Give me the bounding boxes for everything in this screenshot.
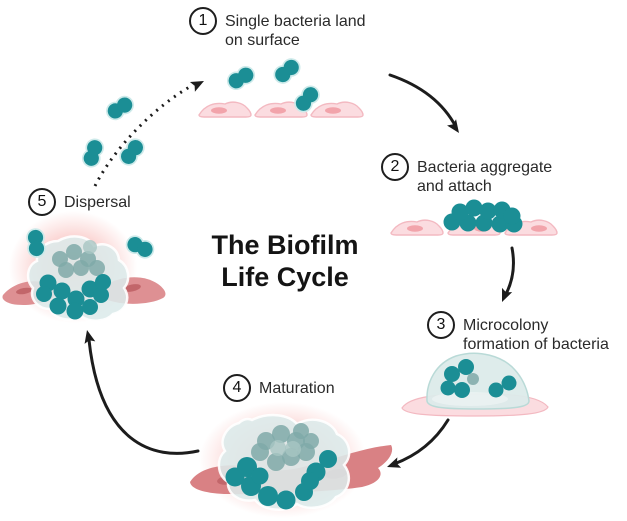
step4-line1: Maturation [259, 380, 335, 397]
bacteria-pair [226, 65, 256, 91]
cell-nucleus [270, 107, 286, 114]
red-cell-nucleus [16, 287, 32, 295]
cell-nucleus [531, 225, 547, 232]
bacteria-pair [273, 58, 301, 84]
step5-dispersal [2, 228, 166, 322]
cell-nucleus [211, 107, 227, 114]
diagram-title: The Biofilm Life Cycle [165, 229, 405, 293]
bacteria-pair [82, 138, 104, 168]
step5-line1: Dispersal [64, 194, 131, 211]
bacteria-pair [294, 85, 320, 113]
step3-label: 3 Microcolony formation of bacteria [427, 311, 609, 354]
step1-line1: Single bacteria land [225, 13, 366, 30]
step5-escaping-bacteria [26, 228, 155, 259]
step3-microcolony [401, 352, 549, 417]
step1-line2: on surface [225, 32, 300, 49]
arrow-step1-to-step2 [388, 73, 458, 129]
step3-label-text: Microcolony formation of bacteria [463, 311, 609, 354]
arrowhead-icon [189, 81, 204, 92]
arrow-step2-to-step3 [503, 246, 515, 298]
step4-label-text: Maturation [259, 374, 335, 398]
bacteria-pair [119, 138, 145, 166]
step4-number-badge: 4 [223, 374, 251, 402]
step3-bacteria [440, 359, 517, 398]
bacteria-pair [26, 228, 46, 258]
step2-line1: Bacteria aggregate [417, 159, 553, 176]
arrow-step3-to-step4 [392, 418, 450, 466]
step1-number-badge: 1 [189, 7, 217, 35]
step1-label-text: Single bacteria land on surface [225, 7, 366, 50]
step2-label: 2 Bacteria aggregate and attach [381, 153, 552, 196]
arrow-step4-to-step5 [87, 338, 200, 455]
step3-line1: Microcolony [463, 317, 549, 334]
step1-label: 1 Single bacteria land on surface [189, 7, 366, 50]
step4-bacteria [225, 423, 337, 510]
step4-label: 4 Maturation [223, 374, 335, 402]
arrowhead-icon [502, 287, 513, 302]
bacteria-pair [106, 95, 134, 121]
step2-line2: and attach [417, 178, 492, 195]
step3-line2: formation of bacteria [463, 336, 609, 353]
step2-label-text: Bacteria aggregate and attach [417, 153, 552, 196]
title-line-1: The Biofilm [211, 230, 359, 260]
dispersing-bacteria-stream [82, 95, 145, 168]
cell-nucleus [407, 225, 423, 232]
dashed-arrow-line [93, 83, 194, 187]
arrowheads [84, 119, 513, 468]
cell-nucleus [325, 107, 341, 114]
step2-number-badge: 2 [381, 153, 409, 181]
step3-number-badge: 3 [427, 311, 455, 339]
bacteria-pair [125, 235, 155, 259]
arrowhead-icon [84, 330, 96, 344]
step5-label-text: Dispersal [64, 188, 131, 212]
arrowhead-icon [447, 119, 459, 133]
step5-bacteria [36, 240, 111, 320]
dispersal-dashed-arrow [93, 81, 204, 187]
arrowhead-icon [387, 457, 402, 468]
red-cell-nucleus [123, 284, 141, 292]
step1-landing-bacteria [226, 58, 320, 113]
step2-bacteria-cluster [443, 199, 523, 233]
cycle-arrows [84, 73, 515, 468]
step4-maturation [190, 413, 393, 511]
dome-highlight [432, 392, 508, 406]
step5-label: 5 Dispersal [28, 188, 131, 216]
step1-surface-cells [198, 101, 364, 118]
step5-number-badge: 5 [28, 188, 56, 216]
title-line-2: Life Cycle [221, 262, 349, 292]
